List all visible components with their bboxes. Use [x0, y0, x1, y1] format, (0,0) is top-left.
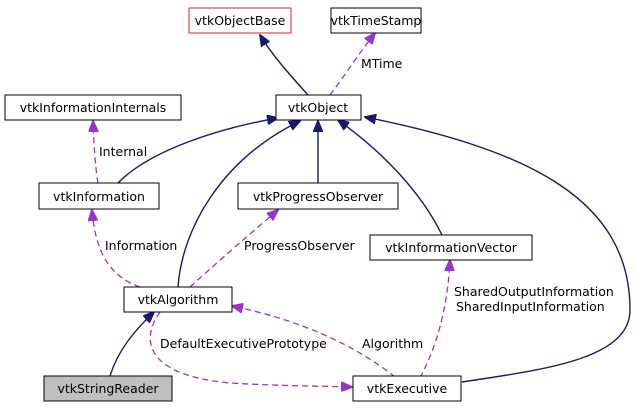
- node-vtkobject-label: vtkObject: [288, 100, 348, 115]
- node-vtkprogressobserver-label: vtkProgressObserver: [253, 189, 384, 204]
- edge-information: [92, 210, 141, 288]
- node-vtkinformationvector[interactable]: vtkInformationVector: [369, 234, 533, 261]
- label-internal: Internal: [99, 144, 147, 159]
- edge-vtkobject-to-vtkobjectbase: [260, 35, 309, 96]
- edge-progress-observer: [189, 210, 278, 288]
- edge-algorithm: [232, 306, 396, 378]
- edge-vtkinformation-to-vtkobject: [117, 118, 278, 184]
- label-default-executive-prototype: DefaultExecutivePrototype: [160, 336, 327, 351]
- node-vtkinformation[interactable]: vtkInformation: [38, 182, 160, 210]
- label-progress-observer: ProgressObserver: [244, 238, 356, 253]
- node-vtkexecutive[interactable]: vtkExecutive: [352, 375, 462, 402]
- node-vtkobjectbase-label: vtkObjectBase: [195, 13, 286, 28]
- node-vtkinformationinternals[interactable]: vtkInformationInternals: [4, 94, 182, 121]
- node-vtkinformationvector-label: vtkInformationVector: [385, 240, 518, 255]
- edge-vtkstringreader-to-vtkalgorithm: [109, 312, 154, 377]
- edge-vtkexecutive-to-vtkobject: [365, 117, 631, 383]
- node-vtkexecutive-label: vtkExecutive: [367, 381, 448, 396]
- edge-vtkinformationvector-to-vtkobject: [338, 120, 443, 236]
- label-information: Information: [105, 238, 177, 253]
- node-vtktimestamp[interactable]: vtkTimeStamp: [330, 7, 422, 34]
- label-algorithm: Algorithm: [362, 336, 423, 351]
- edge-shared-information: [419, 260, 450, 379]
- node-vtkinformationinternals-label: vtkInformationInternals: [20, 100, 167, 115]
- node-vtkalgorithm[interactable]: vtkAlgorithm: [123, 286, 233, 313]
- node-vtkobject[interactable]: vtkObject: [275, 94, 362, 121]
- node-vtkstringreader-label: vtkStringReader: [57, 381, 159, 396]
- node-vtkstringreader[interactable]: vtkStringReader: [43, 375, 173, 402]
- edge-vtkalgorithm-to-vtkobject: [177, 121, 300, 288]
- label-shared-output-information: SharedOutputInformation: [454, 284, 614, 299]
- node-vtktimestamp-label: vtkTimeStamp: [331, 13, 422, 28]
- node-vtkinformation-label: vtkInformation: [53, 189, 145, 204]
- label-shared-input-information: SharedInputInformation: [456, 299, 605, 314]
- label-mtime: MTime: [361, 56, 403, 71]
- node-vtkalgorithm-label: vtkAlgorithm: [138, 292, 219, 307]
- node-vtkobjectbase[interactable]: vtkObjectBase: [188, 7, 292, 34]
- edge-internal: [93, 121, 99, 184]
- node-vtkprogressobserver[interactable]: vtkProgressObserver: [237, 182, 399, 210]
